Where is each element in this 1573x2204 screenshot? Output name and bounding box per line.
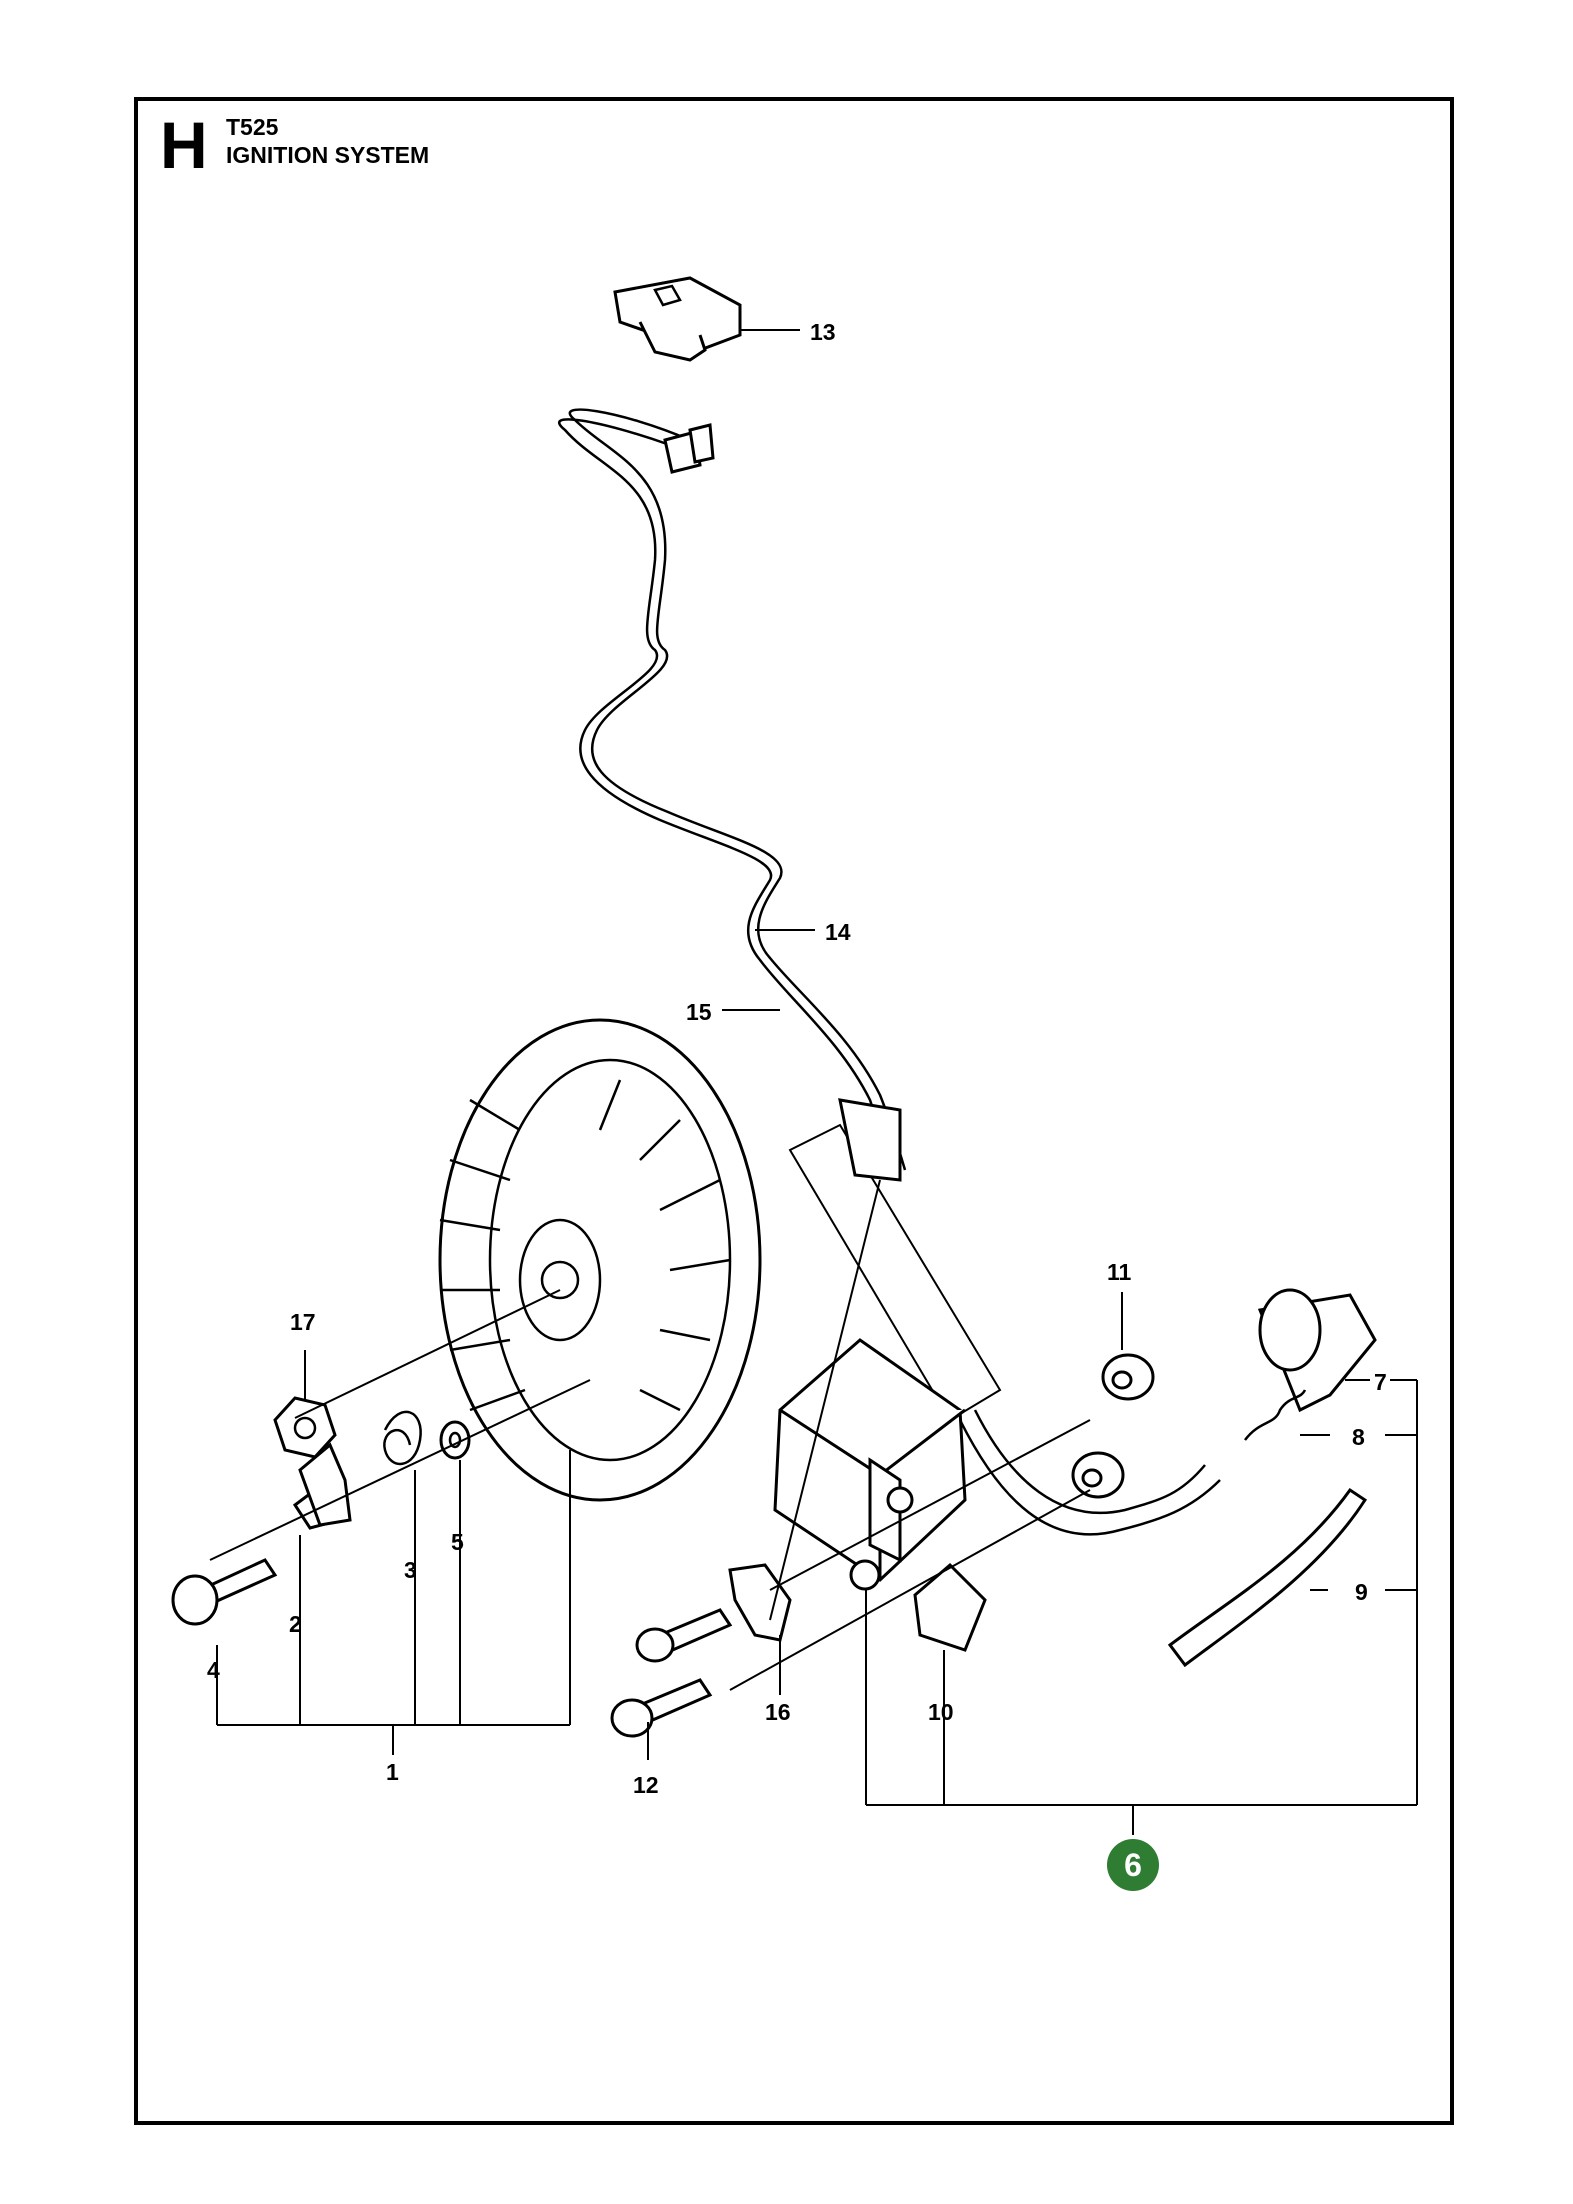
spacer-part	[1071, 1353, 1155, 1499]
coil-shield-outline	[788, 1123, 1002, 1422]
ignition-wires	[557, 408, 907, 1171]
model-name: T525	[226, 114, 279, 140]
pawl-plate-part	[298, 1442, 352, 1527]
callout-2: 2	[289, 1611, 302, 1637]
callout-5: 5	[451, 1529, 464, 1555]
callout-8: 8	[1352, 1424, 1365, 1450]
callout-6-badge: 6	[1107, 1839, 1159, 1891]
flywheel-part	[438, 1018, 762, 1502]
spring-part	[1244, 1389, 1307, 1441]
callout-14: 14	[825, 919, 851, 945]
callout-13: 13	[810, 319, 836, 345]
ignition-coil-part	[773, 1098, 1221, 1591]
hose-part	[1167, 1487, 1368, 1668]
callout-4: 4	[207, 1657, 220, 1683]
callout-1: 1	[386, 1759, 399, 1785]
callout-11: 11	[1107, 1259, 1132, 1285]
callout-labels: 13 14 15 11 17 7 8 5 3 9 2 4 16 10 1 12	[207, 319, 1387, 1798]
callout-9: 9	[1355, 1579, 1368, 1605]
nut-part	[273, 1396, 337, 1459]
stop-switch-part	[613, 276, 742, 362]
insulator-part	[913, 1562, 987, 1652]
callout-12: 12	[633, 1772, 659, 1798]
leader-lines	[209, 329, 1418, 1835]
page-frame	[134, 97, 1454, 2125]
callout-6: 6	[1124, 1847, 1142, 1883]
callout-3: 3	[404, 1557, 417, 1583]
callout-10: 10	[928, 1699, 954, 1725]
spark-plug-cap-part	[1257, 1288, 1377, 1413]
callout-15: 15	[686, 999, 712, 1025]
coil-screw-part	[610, 1608, 733, 1738]
callout-7: 7	[1374, 1369, 1387, 1395]
washer-part	[439, 1420, 471, 1460]
callout-16: 16	[765, 1699, 791, 1725]
callout-17: 17	[290, 1309, 316, 1335]
pawl-screw-part	[171, 1558, 278, 1626]
pawl-spring-part	[383, 1410, 422, 1466]
section-letter: H	[160, 108, 208, 182]
section-title: IGNITION SYSTEM	[226, 142, 430, 168]
